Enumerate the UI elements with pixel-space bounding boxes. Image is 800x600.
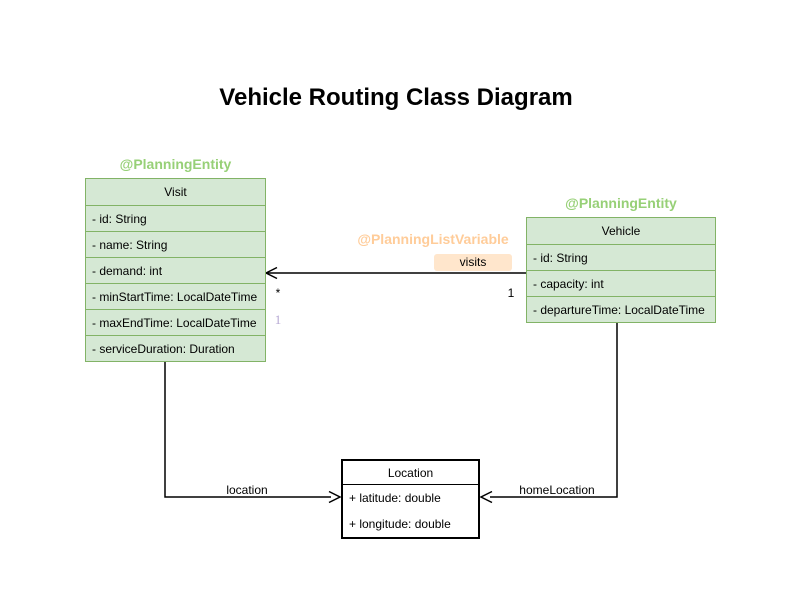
homelocation-edge-label: homeLocation — [519, 483, 595, 497]
planning-list-variable-annotation: @PlanningListVariable — [357, 231, 509, 247]
location-association-line — [164, 361, 331, 498]
attribute-row[interactable]: - id: String — [86, 205, 265, 231]
attribute-row[interactable]: + longitude: double — [349, 517, 451, 531]
vehicle-planning-entity-annotation: @PlanningEntity — [565, 195, 677, 211]
visits-edge-label-badge[interactable]: visits — [434, 254, 512, 271]
attribute-row[interactable]: - departureTime: LocalDateTime — [527, 296, 715, 322]
class-visit[interactable]: Visit - id: String - name: String - dema… — [85, 178, 266, 362]
visit-planning-entity-annotation: @PlanningEntity — [119, 156, 232, 172]
class-vehicle[interactable]: Vehicle - id: String - capacity: int - d… — [526, 217, 716, 323]
class-location[interactable]: Location + latitude: double + longitude:… — [341, 459, 480, 539]
attribute-row[interactable]: - id: String — [527, 244, 715, 270]
location-association-arrowhead — [328, 490, 342, 504]
attribute-row[interactable]: - minStartTime: LocalDateTime — [86, 283, 265, 309]
homelocation-association-line — [490, 323, 618, 498]
attribute-row[interactable]: - capacity: int — [527, 270, 715, 296]
visits-source-multiplicity: 1 — [507, 286, 515, 300]
visits-target-multiplicity: * — [275, 286, 281, 300]
class-visit-header: Visit — [164, 185, 187, 199]
visits-secondary-multiplicity: 1 — [274, 312, 282, 327]
attribute-row[interactable]: - demand: int — [86, 257, 265, 283]
attribute-row[interactable]: + latitude: double — [349, 491, 441, 505]
class-location-header: Location — [343, 461, 478, 485]
attribute-row[interactable]: - name: String — [86, 231, 265, 257]
diagram-title: Vehicle Routing Class Diagram — [219, 84, 573, 111]
visits-association-arrowhead — [264, 266, 278, 280]
attribute-row[interactable]: - serviceDuration: Duration — [86, 335, 265, 361]
homelocation-association-arrowhead — [479, 490, 493, 504]
location-edge-label: location — [226, 483, 268, 497]
class-vehicle-header: Vehicle — [601, 224, 641, 238]
attribute-row[interactable]: - maxEndTime: LocalDateTime — [86, 309, 265, 335]
